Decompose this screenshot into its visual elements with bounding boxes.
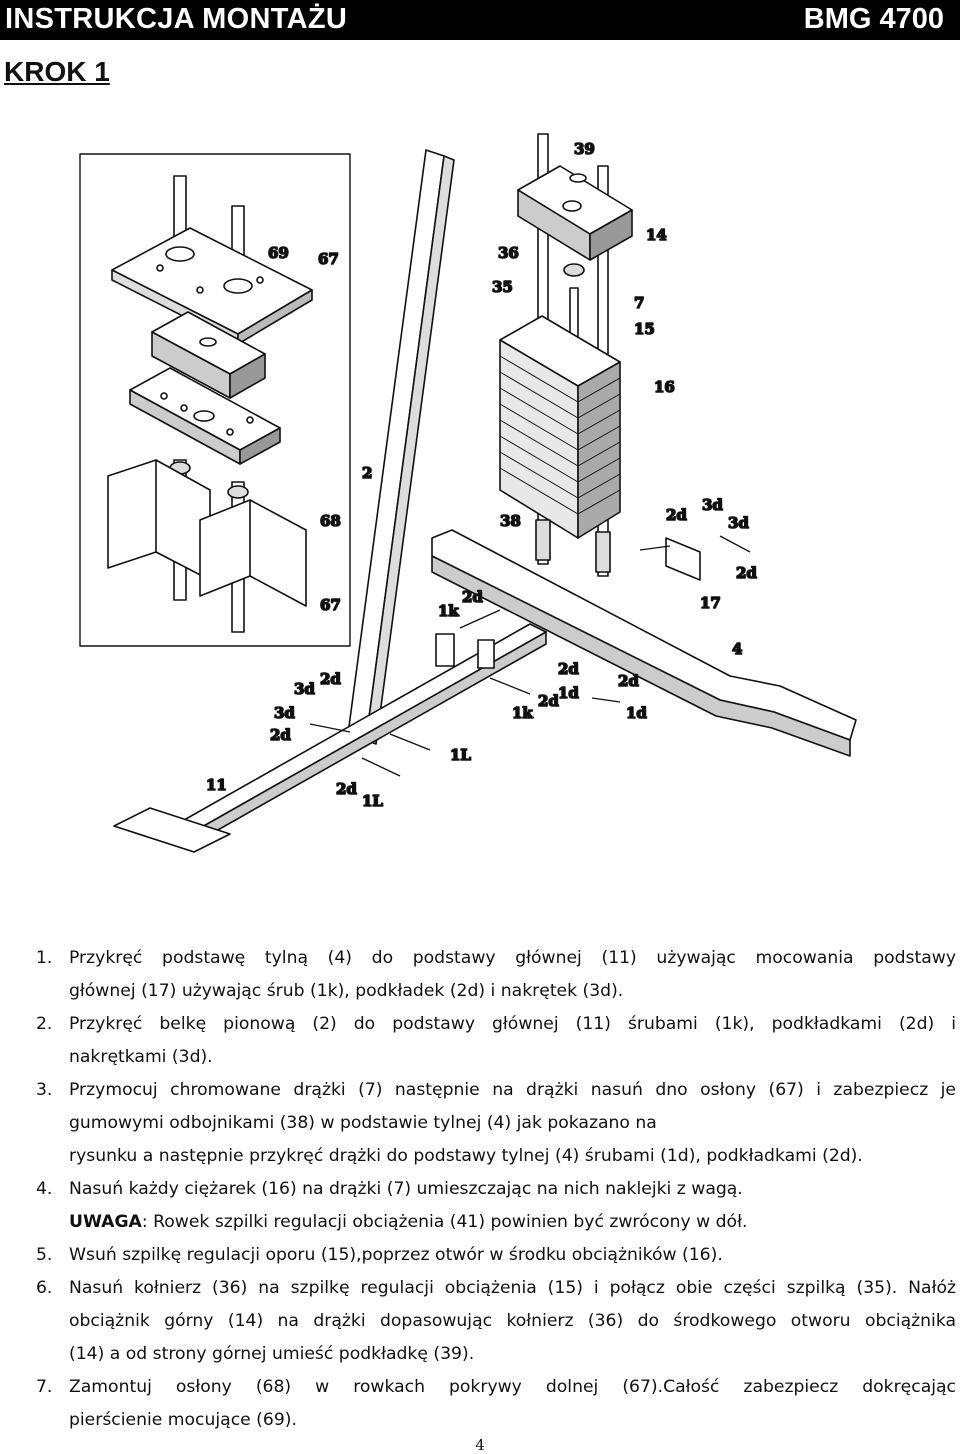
step-text-line: Wsuń szpilkę regulacji oporu (15),poprze… [69, 1245, 723, 1265]
step-text-line: Przykręć belkę pionową (2) do podstawy g… [69, 1014, 956, 1034]
step-5: 5. Wsuń szpilkę regulacji oporu (15),pop… [36, 1239, 956, 1272]
step-text-line: głównej (17) używając śrub (1k), podkład… [69, 981, 624, 1001]
label-2d-e: 2d [618, 672, 639, 690]
label-14: 14 [646, 226, 667, 244]
label-2d-g: 2d [320, 670, 341, 688]
inset-shield-right [199, 499, 307, 607]
warning-line: UWAGA: Rowek szpilki regulacji obciążeni… [69, 1206, 956, 1239]
step-text-line: pierścienie mocujące (69). [69, 1410, 297, 1430]
step-6: 6. Nasuń kołnierz (36) na szpilkę regula… [36, 1272, 956, 1371]
base-bracket [665, 537, 701, 581]
label-2d-h: 2d [270, 726, 291, 744]
vertical-beam [347, 149, 445, 741]
step-number: 7. [36, 1377, 53, 1397]
step-number: 3. [36, 1080, 53, 1100]
step-text-line: Nasuń każdy ciężarek (16) na drążki (7) … [69, 1179, 743, 1199]
label-39: 39 [574, 140, 595, 158]
label-2d-d: 2d [558, 660, 579, 678]
label-3d-d: 3d [274, 704, 295, 722]
step-title: KROK 1 [4, 56, 110, 87]
label-17: 17 [700, 594, 721, 612]
label-69: 69 [268, 244, 289, 262]
step-text-line: nakrętkami (3d). [69, 1047, 213, 1067]
label-3d-a: 3d [702, 496, 723, 514]
step-number: 2. [36, 1014, 53, 1034]
label-4: 4 [732, 640, 742, 658]
step-text-line: (14) a od strony górnej umieść podkładkę… [69, 1344, 475, 1364]
label-3d-b: 3d [728, 514, 749, 532]
step-7: 7. Zamontuj osłony (68) w rowkach pokryw… [36, 1371, 956, 1437]
step-number: 4. [36, 1179, 53, 1199]
label-15: 15 [634, 320, 655, 338]
step-1: 1. Przykręć podstawę tylną (4) do podsta… [36, 942, 956, 1008]
label-67-top: 67 [318, 250, 339, 268]
inset-shield-left [107, 459, 211, 581]
model-number: BMG 4700 [803, 3, 944, 35]
front-foot-plate [113, 807, 231, 853]
label-1L-a: 1L [450, 746, 471, 764]
label-35: 35 [492, 278, 513, 296]
label-1k-a: 1k [438, 602, 459, 620]
step-text-line: obciążnik górny (14) na drążki dopasowuj… [69, 1311, 956, 1331]
step-number: 1. [36, 948, 53, 968]
label-2d-c: 2d [462, 588, 483, 606]
label-38: 38 [500, 512, 521, 530]
label-1d-b: 1d [626, 704, 647, 722]
detail-inset-frame [79, 153, 351, 647]
step-text-line: rysunku a następnie przykręć drążki do p… [69, 1146, 863, 1166]
label-2d-a: 2d [666, 506, 687, 524]
step-text-line: Nasuń kołnierz (36) na szpilkę regulacji… [69, 1278, 956, 1298]
label-2d-b: 2d [736, 564, 757, 582]
document-title: INSTRUKCJA MONTAŻU [5, 3, 348, 35]
step-text-line: Zamontuj osłony (68) w rowkach pokrywy d… [69, 1377, 956, 1397]
label-2d-i: 2d [336, 780, 357, 798]
header-bar: INSTRUKCJA MONTAŻU BMG 4700 [0, 0, 960, 40]
assembly-steps: 1. Przykręć podstawę tylną (4) do podsta… [36, 942, 956, 1437]
page-number: 4 [475, 1436, 485, 1454]
step-3: 3. Przymocuj chromowane drążki (7) nastę… [36, 1074, 956, 1173]
step-text-line: Przymocuj chromowane drążki (7) następni… [69, 1080, 956, 1100]
label-7: 7 [634, 294, 644, 312]
assembly-diagram: 39 14 36 35 7 15 16 69 67 68 67 2 38 2d … [79, 133, 857, 853]
step-2: 2. Przykręć belkę pionową (2) do podstaw… [36, 1008, 956, 1074]
label-2: 2 [362, 464, 372, 482]
label-3d-c: 3d [294, 680, 315, 698]
label-68: 68 [320, 512, 341, 530]
step-text-line: Przykręć podstawę tylną (4) do podstawy … [69, 948, 956, 968]
label-67-bottom: 67 [320, 596, 341, 614]
label-2d-f: 2d [538, 692, 559, 710]
label-1d-a: 1d [558, 684, 579, 702]
label-36: 36 [498, 244, 519, 262]
step-text-line: gumowymi odbojnikami (38) w podstawie ty… [69, 1113, 657, 1133]
weight-stack [499, 315, 621, 539]
warning-text: : Rowek szpilki regulacji obciążenia (41… [141, 1212, 748, 1232]
label-16: 16 [654, 378, 675, 396]
step-number: 5. [36, 1245, 53, 1265]
step-number: 6. [36, 1278, 53, 1298]
label-11: 11 [206, 776, 227, 794]
label-1L-b: 1L [362, 792, 383, 810]
label-1k-b: 1k [512, 704, 533, 722]
warning-label: UWAGA [69, 1212, 142, 1232]
step-4: 4. Nasuń każdy ciężarek (16) na drążki (… [36, 1173, 956, 1239]
